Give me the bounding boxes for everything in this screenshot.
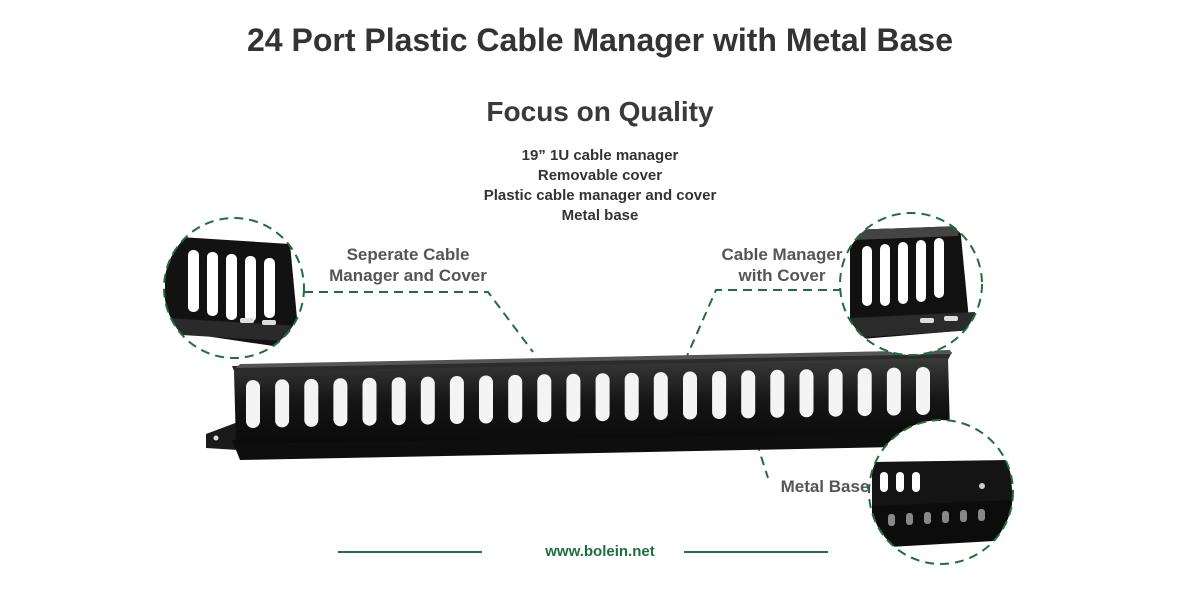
- callout-line: with Cover: [738, 266, 826, 285]
- callout-line: Seperate Cable: [346, 245, 470, 264]
- cable-slot: [828, 368, 843, 417]
- cable-slot: [362, 377, 377, 426]
- cable-slot: [653, 372, 668, 421]
- footer-divider-left: [338, 551, 482, 553]
- cable-slot: [508, 374, 523, 423]
- cable-slot: [741, 370, 756, 419]
- feature-item: 19” 1U cable manager: [521, 147, 679, 164]
- feature-item: Removable cover: [537, 167, 663, 184]
- feature-item: Plastic cable manager and cover: [483, 187, 717, 204]
- cable-slot: [857, 368, 872, 417]
- callout-line: Cable Manager: [721, 245, 843, 264]
- cable-slots: [246, 367, 930, 428]
- cable-slot: [770, 369, 785, 418]
- cable-slot: [537, 374, 552, 423]
- cable-slot: [916, 367, 930, 415]
- cable-slot: [886, 367, 901, 416]
- website-link[interactable]: www.bolein.net: [545, 543, 655, 560]
- callout-cable-manager-with-cover: Cable Manager with Cover: [702, 244, 862, 286]
- callout-line: Manager and Cover: [329, 266, 487, 285]
- cable-slot: [391, 377, 406, 426]
- cable-slot: [479, 375, 493, 424]
- cable-slot: [799, 369, 814, 418]
- subtitle: Focus on Quality: [486, 96, 714, 127]
- cable-slot: [304, 378, 319, 427]
- feature-list: 19” 1U cable manager Removable cover Pla…: [0, 146, 1200, 226]
- cable-slot: [595, 373, 610, 422]
- cable-slot: [333, 378, 348, 427]
- cable-slot: [566, 373, 581, 422]
- callout-separate-cable-manager: Seperate Cable Manager and Cover: [318, 244, 498, 286]
- zoom-metal-base: [868, 419, 1014, 565]
- cable-slot: [683, 371, 697, 420]
- zoom-separate-cover: [163, 217, 305, 359]
- zoom-with-cover: [839, 212, 983, 356]
- feature-item: Metal base: [561, 207, 639, 224]
- footer-divider-right: [684, 551, 828, 553]
- callout-metal-base: Metal Base: [780, 477, 870, 496]
- cable-slot: [275, 379, 290, 428]
- cable-slot: [246, 380, 260, 428]
- cable-manager-product: [206, 350, 974, 460]
- cable-slot: [712, 371, 727, 419]
- page-title: 24 Port Plastic Cable Manager with Metal…: [246, 22, 953, 58]
- cable-slot: [420, 376, 435, 425]
- cable-slot: [624, 372, 639, 421]
- cable-slot: [449, 376, 464, 424]
